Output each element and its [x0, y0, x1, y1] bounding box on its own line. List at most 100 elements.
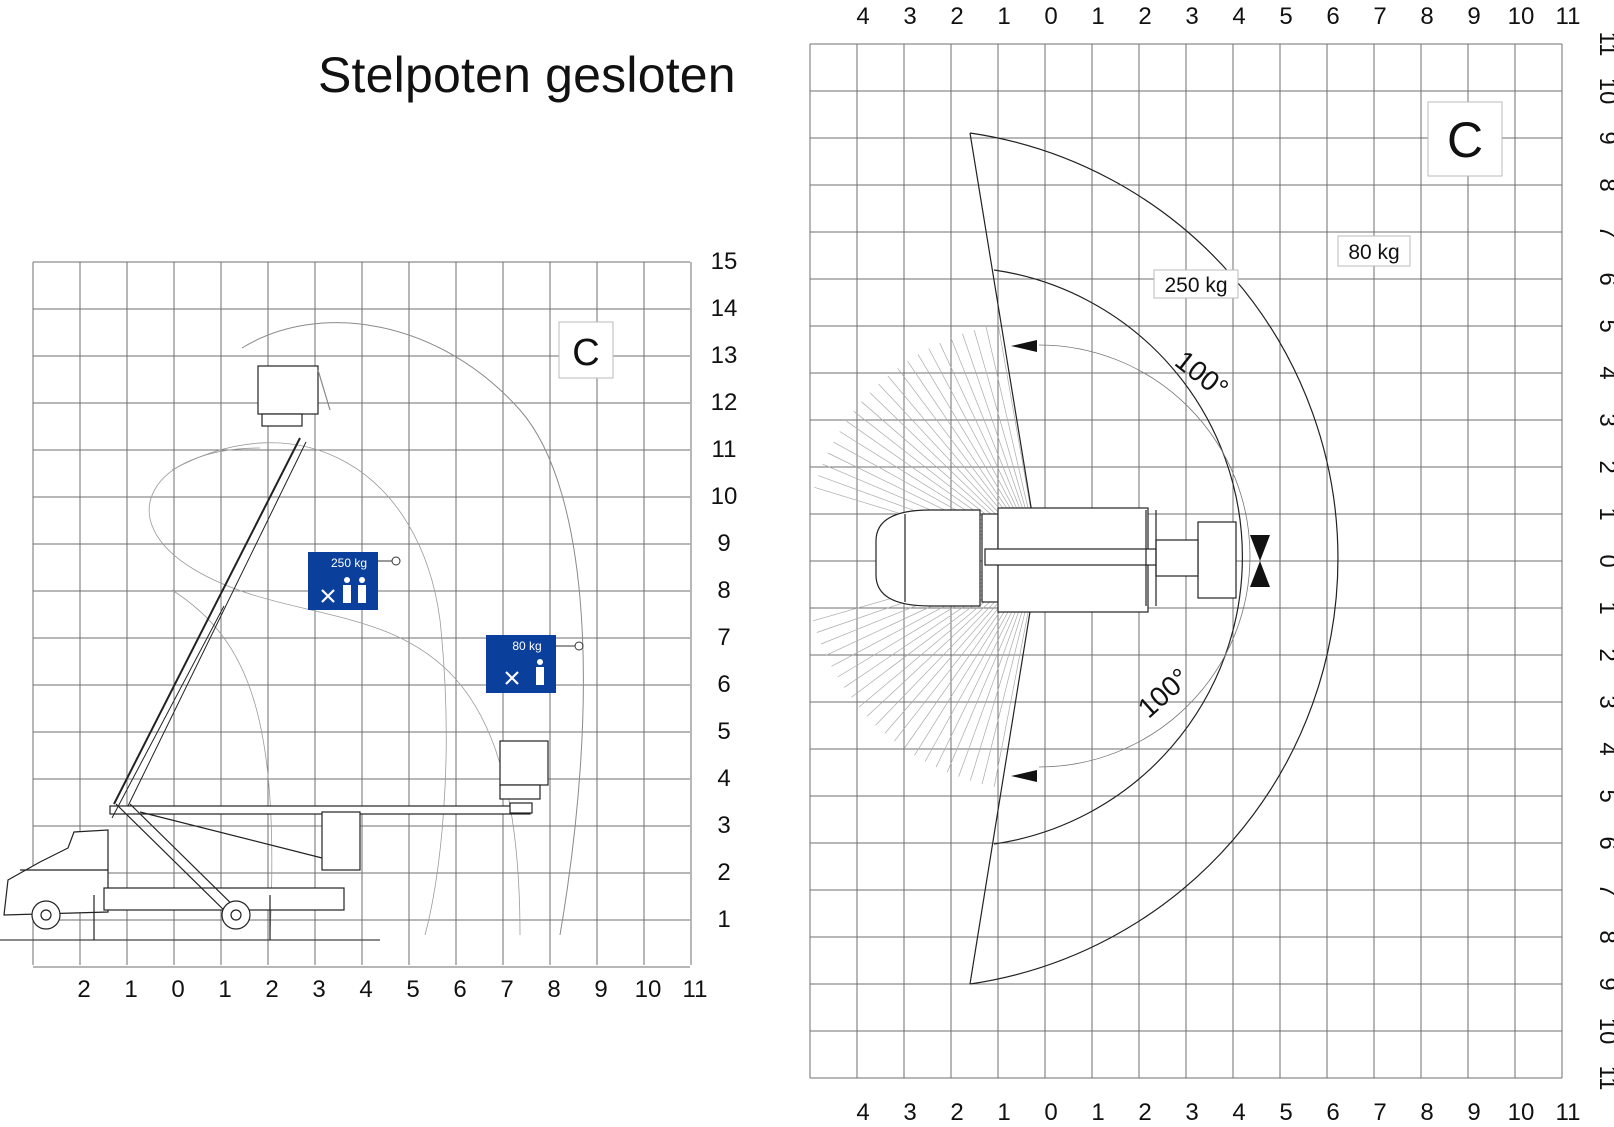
tools-icon: [505, 671, 519, 685]
badge-250kg-label: 250 kg: [331, 556, 367, 570]
rotation-arc: [1038, 344, 1251, 768]
side-view-label-box: [558, 321, 614, 379]
page-title: Stelpoten gesloten: [318, 47, 736, 103]
rotation-marker-top: [1250, 535, 1270, 561]
bottom-x-tick-label: 7: [1373, 1099, 1386, 1126]
right-y-tick-label: 5: [1594, 319, 1614, 332]
side-y-tick-label: 6: [717, 671, 730, 698]
side-y-tick-label: 11: [712, 436, 737, 463]
right-y-tick-label: 10: [1594, 78, 1614, 105]
side-y-tick-label: 14: [711, 295, 738, 322]
side-x-tick-label: 6: [453, 976, 466, 1003]
right-y-tick-label: 6: [1594, 836, 1614, 849]
side-x-tick-label: 1: [124, 976, 137, 1003]
top-x-tick-label: 6: [1326, 3, 1339, 30]
top-x-tick-label: 5: [1279, 3, 1292, 30]
zone-250kg-arc: [993, 269, 1243, 845]
reach-point-250kg: [391, 556, 401, 566]
right-y-tick-label: 8: [1594, 930, 1614, 943]
right-y-tick-label: 7: [1594, 225, 1614, 238]
bottom-x-tick-label: 2: [1138, 1099, 1151, 1126]
bottom-x-tick-label: 6: [1326, 1099, 1339, 1126]
top-x-tick-label: 3: [1185, 3, 1198, 30]
side-x-tick-label: 5: [406, 976, 419, 1003]
right-y-tick-label: 2: [1594, 460, 1614, 473]
side-x-tick-label: 2: [265, 976, 278, 1003]
side-y-tick-label: 3: [717, 812, 730, 839]
worker-icon: [343, 577, 366, 603]
top-x-tick-label: 11: [1556, 3, 1581, 30]
top-view-label-box: [1427, 101, 1503, 177]
top-x-tick-label: 10: [1508, 3, 1535, 30]
right-y-tick-label: 1: [1594, 601, 1614, 614]
right-y-tick-label: 11: [1594, 1066, 1614, 1091]
right-y-tick-label: 7: [1594, 883, 1614, 896]
right-y-tick-label: 5: [1594, 789, 1614, 802]
zone-80kg-label-box: [1337, 235, 1411, 267]
right-y-tick-label: 6: [1594, 272, 1614, 285]
slew-limit-upper: [969, 132, 1040, 557]
worker-icon: [536, 659, 544, 685]
top-x-tick-label: 7: [1373, 3, 1386, 30]
bottom-x-tick-label: 0: [1044, 1099, 1057, 1126]
bottom-x-tick-label: 11: [1556, 1099, 1581, 1126]
envelope-250kg-curve: [148, 447, 521, 936]
reach-point-80kg: [574, 641, 584, 651]
bottom-x-tick-label: 8: [1420, 1099, 1433, 1126]
zone-80kg-label: 80 kg: [1348, 241, 1399, 264]
top-x-tick-label: 0: [1044, 3, 1057, 30]
right-y-tick-label: 9: [1594, 131, 1614, 144]
top-x-tick-label: 1: [1091, 3, 1104, 30]
rotation-marker-bottom: [1250, 561, 1270, 587]
top-x-tick-label: 9: [1467, 3, 1480, 30]
side-y-tick-label: 1: [717, 906, 730, 933]
right-y-tick-label: 9: [1594, 977, 1614, 990]
right-y-tick-label: 0: [1594, 554, 1614, 567]
truck-drawing: [0, 365, 549, 941]
rotation-arrow-upper: [1011, 340, 1037, 352]
side-x-tick-label: 7: [500, 976, 513, 1003]
side-y-tick-label: 5: [717, 718, 730, 745]
top-x-tick-label: 3: [903, 3, 916, 30]
tools-icon: [321, 589, 335, 603]
top-x-tick-label: 2: [950, 3, 963, 30]
side-x-tick-label: 3: [312, 976, 325, 1003]
bottom-x-tick-label: 4: [856, 1099, 869, 1126]
side-y-tick-label: 4: [717, 765, 730, 792]
top-x-tick-label: 8: [1420, 3, 1433, 30]
side-y-tick-label: 9: [717, 530, 730, 557]
right-y-tick-label: 10: [1594, 1018, 1614, 1045]
bottom-x-tick-label: 10: [1508, 1099, 1535, 1126]
bottom-x-tick-label: 1: [997, 1099, 1010, 1126]
envelope-inner-curve: [171, 589, 273, 936]
right-y-tick-label: 8: [1594, 178, 1614, 191]
rotation-label-upper: 100°: [1169, 344, 1234, 404]
side-y-tick-label: 7: [717, 624, 730, 651]
bottom-x-tick-label: 1: [1091, 1099, 1104, 1126]
badge-80kg-label: 80 kg: [512, 639, 541, 653]
side-x-tick-label: 4: [359, 976, 372, 1003]
envelope-80kg-curve: [241, 322, 584, 936]
side-y-tick-label: 8: [717, 577, 730, 604]
load-badge-80kg: 80 kg: [486, 635, 556, 693]
right-y-tick-label: 2: [1594, 648, 1614, 661]
bottom-x-tick-label: 3: [1185, 1099, 1198, 1126]
rotation-arrow-lower: [1011, 770, 1037, 782]
side-y-tick-label: 15: [711, 248, 738, 275]
zone-80kg-arc: [969, 132, 1339, 985]
top-view-label: C: [1447, 112, 1483, 168]
side-x-tick-label: 1: [218, 976, 231, 1003]
zone-250kg-label-box: [1153, 269, 1239, 299]
side-x-tick-label: 10: [635, 976, 662, 1003]
bottom-x-tick-label: 4: [1232, 1099, 1245, 1126]
top-x-tick-label: 4: [1232, 3, 1245, 30]
load-badge-250kg: 250 kg: [308, 552, 378, 610]
bottom-x-tick-label: 5: [1279, 1099, 1292, 1126]
right-y-tick-label: 4: [1594, 366, 1614, 379]
